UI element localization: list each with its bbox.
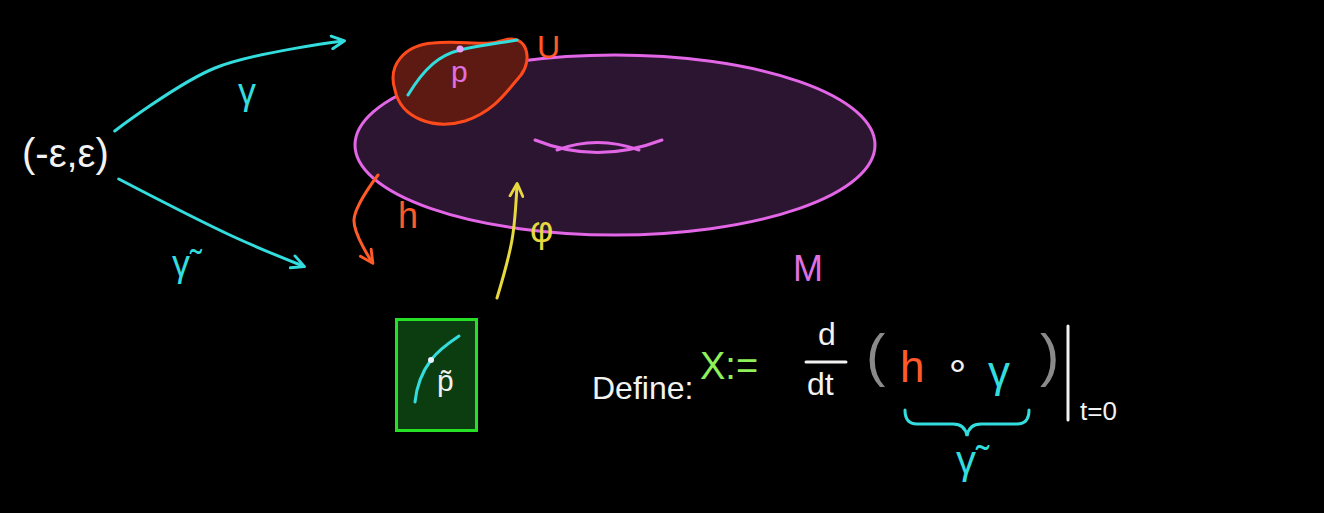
mapping-arrow — [354, 175, 378, 262]
interval-label: (-ε,ε) — [22, 133, 109, 173]
point-dot — [457, 46, 464, 53]
parenthesis: ) — [1040, 326, 1059, 384]
evaluation-bar — [1067, 326, 1070, 420]
mapping-arrow — [497, 185, 517, 298]
derivative-denominator: dt — [807, 368, 834, 400]
manifold-label: M — [793, 251, 823, 287]
chart-image: p̃ — [395, 318, 478, 432]
parenthesis: ( — [866, 326, 885, 384]
map-label: γ — [238, 74, 256, 110]
chart-square — [397, 320, 477, 431]
evaluation-point: t=0 — [1080, 398, 1117, 424]
interval: (-ε,ε) — [22, 133, 109, 173]
chart-image-outline — [395, 318, 478, 432]
map-label: γ̃ — [172, 246, 190, 282]
region-label: U — [537, 31, 560, 63]
point-label: p — [451, 57, 468, 87]
region-outline — [393, 39, 527, 124]
vector-symbol: X:= — [700, 347, 758, 385]
chart-domain: Up — [385, 35, 530, 125]
point-dot — [428, 357, 434, 363]
chart-symbol: h — [900, 345, 924, 389]
underbrace — [905, 410, 1029, 436]
point-label: p̃ — [437, 366, 454, 396]
curve-symbol: γ — [988, 350, 1010, 394]
definition-word: Define: — [592, 372, 693, 404]
curve — [408, 40, 517, 95]
manifold-torus: MUp — [353, 53, 877, 237]
torus-hole — [557, 143, 639, 151]
composition-symbol: ∘ — [945, 345, 970, 385]
curve — [415, 336, 459, 402]
mapping-arrow — [115, 41, 343, 131]
derivative-numerator: d — [818, 318, 836, 350]
map-label: φ — [530, 212, 553, 248]
mapping-arrow — [119, 179, 303, 266]
torus-hole — [535, 140, 662, 153]
map-label: h — [398, 198, 418, 234]
curve-symbol: γ̃ — [956, 440, 976, 480]
fraction-bar — [806, 361, 846, 364]
